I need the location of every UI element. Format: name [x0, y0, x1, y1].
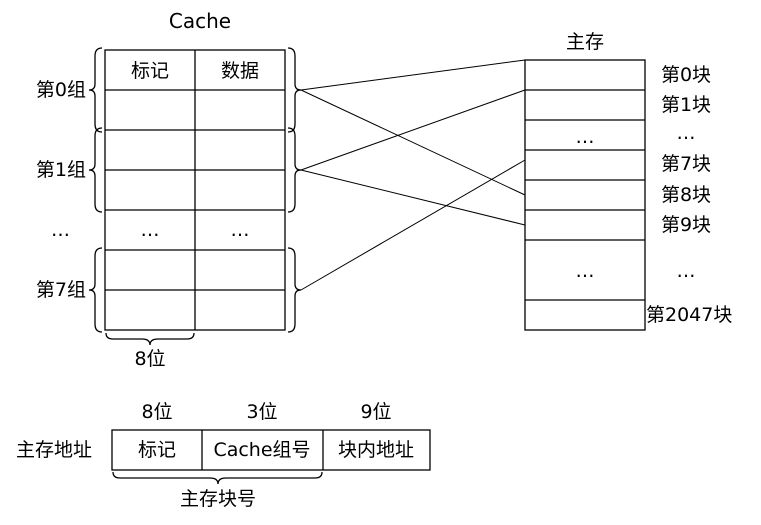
cache-group-7-label: 第7组 [35, 279, 86, 301]
memory-block-ellipsis: … [676, 122, 696, 144]
main-memory-table [524, 59, 646, 331]
tag-width-brace [105, 332, 195, 346]
offset-field-bits: 9位 [360, 401, 392, 423]
map-line-group7-block7 [300, 159, 526, 291]
tag-field-bits: 8位 [141, 401, 173, 423]
main-memory-title: 主存 [565, 31, 605, 53]
group-7-left-brace [88, 247, 103, 333]
memory-block-1-label: 第1块 [660, 94, 712, 116]
block-number-brace [112, 471, 323, 485]
offset-field-name: 块内地址 [337, 439, 415, 461]
map-line-group0-block0 [300, 59, 526, 91]
cache-table [104, 49, 286, 331]
memory-block-0-label: 第0块 [660, 64, 712, 86]
cache-group-1-label: 第1组 [35, 159, 86, 181]
memory-row-ellipsis: … [575, 126, 595, 148]
group-1-right-brace [287, 127, 302, 213]
memory-block-9-label: 第9块 [660, 214, 712, 236]
memory-block-7-label: 第7块 [660, 153, 712, 175]
map-line-group0-block8 [300, 89, 526, 196]
cache-tag-width-label: 8位 [134, 348, 166, 370]
group-0-right-brace [287, 47, 302, 133]
cache-col-tag-header: 标记 [130, 60, 170, 82]
memory-block-ellipsis: … [676, 260, 696, 282]
group-field-bits: 3位 [246, 401, 278, 423]
address-format-label: 主存地址 [16, 439, 93, 461]
cache-title: Cache [168, 9, 232, 33]
cache-col-data-header: 数据 [220, 60, 260, 82]
group-field-name: Cache组号 [213, 439, 311, 461]
cache-tag-ellipsis: … [140, 219, 160, 241]
map-line-group1-block1 [300, 89, 526, 171]
group-1-left-brace [88, 127, 103, 213]
cache-data-ellipsis: … [230, 219, 250, 241]
group-0-left-brace [88, 47, 103, 133]
cache-group-0-label: 第0组 [35, 79, 86, 101]
memory-block-2047-label: 第2047块 [646, 304, 733, 326]
mapping-lines [300, 59, 526, 291]
memory-row-ellipsis: … [575, 260, 595, 282]
address-format-border [111, 429, 431, 471]
map-line-group1-block9 [300, 169, 526, 226]
tag-field-name: 标记 [137, 439, 177, 461]
memory-block-8-label: 第8块 [660, 184, 712, 206]
cache-group-ellipsis: … [51, 219, 70, 241]
main-memory-border [524, 59, 646, 331]
block-number-label: 主存块号 [179, 488, 257, 510]
address-format-box [111, 429, 431, 485]
group-7-right-brace [287, 247, 302, 333]
